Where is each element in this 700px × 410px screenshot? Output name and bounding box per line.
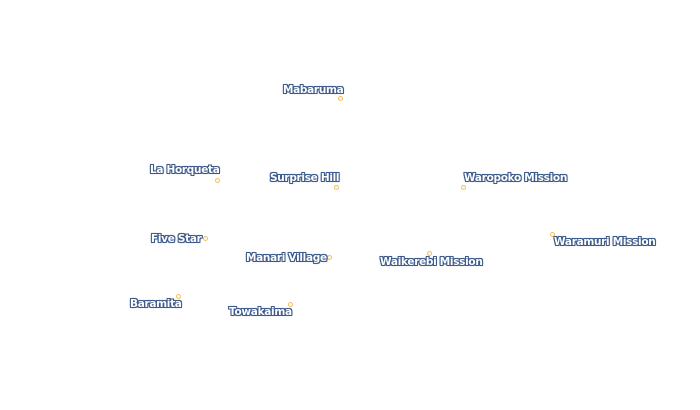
place-marker-waikerebi-mission[interactable] <box>427 251 432 256</box>
place-marker-la-horqueta[interactable] <box>215 178 220 183</box>
place-label-surprise-hill: Surprise Hill <box>270 172 340 184</box>
place-label-towakaima: Towakaima <box>229 306 292 318</box>
place-label-manari-village: Manari Village <box>246 252 327 264</box>
place-label-waropoko-mission: Waropoko Mission <box>464 172 568 184</box>
place-marker-surprise-hill[interactable] <box>334 185 339 190</box>
place-label-mabaruma: Mabaruma <box>283 84 344 96</box>
place-marker-waropoko-mission[interactable] <box>461 185 466 190</box>
place-label-five-star: Five Star <box>151 233 202 245</box>
place-marker-five-star[interactable] <box>203 236 208 241</box>
place-marker-waramuri-mission[interactable] <box>550 232 555 237</box>
place-label-baramita: Baramita <box>130 298 182 310</box>
place-marker-manari-village[interactable] <box>327 255 332 260</box>
place-label-la-horqueta: La Horqueta <box>150 164 220 176</box>
place-marker-mabaruma[interactable] <box>338 96 343 101</box>
place-marker-baramita[interactable] <box>176 294 181 299</box>
place-marker-towakaima[interactable] <box>288 302 293 307</box>
place-label-waramuri-mission: Waramuri Mission <box>554 236 656 248</box>
place-label-waikerebi-mission: Waikerebi Mission <box>380 256 483 268</box>
